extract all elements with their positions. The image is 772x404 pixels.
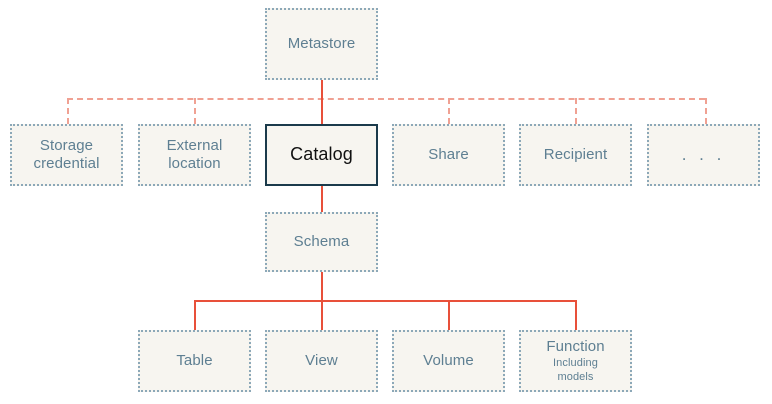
node-schema[interactable]: Schema [265, 212, 378, 272]
connector-drop-recipient [575, 98, 577, 124]
node-more[interactable]: . . . [647, 124, 760, 186]
node-catalog-label: Catalog [290, 144, 353, 165]
node-function[interactable]: Function Including models [519, 330, 632, 392]
node-view[interactable]: View [265, 330, 378, 392]
connector-bus-to-catalog [321, 98, 323, 124]
node-metastore-label: Metastore [287, 34, 356, 52]
node-storage-credential-label: Storage credential [33, 136, 100, 172]
connector-drop-storage-credential [67, 98, 69, 124]
node-volume-label: Volume [423, 351, 474, 369]
connector-drop-share [448, 98, 450, 124]
connector-drop-view [321, 300, 323, 330]
node-schema-label: Schema [293, 232, 350, 250]
connector-drop-table [194, 300, 196, 330]
node-external-location[interactable]: External location [138, 124, 251, 186]
node-table-label: Table [176, 351, 213, 369]
connector-drop-volume [448, 300, 450, 330]
node-share[interactable]: Share [392, 124, 505, 186]
node-function-label: Function [546, 337, 605, 355]
node-function-sublabel: Including models [553, 356, 598, 383]
connector-drop-function [575, 300, 577, 330]
node-more-label: . . . [681, 144, 726, 164]
node-volume[interactable]: Volume [392, 330, 505, 392]
connector-drop-more [705, 98, 707, 124]
node-storage-credential[interactable]: Storage credential [10, 124, 123, 186]
connector-catalog-to-schema [321, 186, 323, 212]
connector-drop-external-location [194, 98, 196, 124]
node-metastore[interactable]: Metastore [265, 8, 378, 80]
node-share-label: Share [428, 145, 469, 163]
node-external-location-label: External location [166, 136, 223, 172]
node-view-label: View [305, 351, 338, 369]
node-recipient-label: Recipient [543, 145, 608, 163]
node-table[interactable]: Table [138, 330, 251, 392]
connector-bus-metastore-children [67, 98, 705, 100]
node-catalog[interactable]: Catalog [265, 124, 378, 186]
node-recipient[interactable]: Recipient [519, 124, 632, 186]
connector-bus-schema-children [194, 300, 575, 302]
